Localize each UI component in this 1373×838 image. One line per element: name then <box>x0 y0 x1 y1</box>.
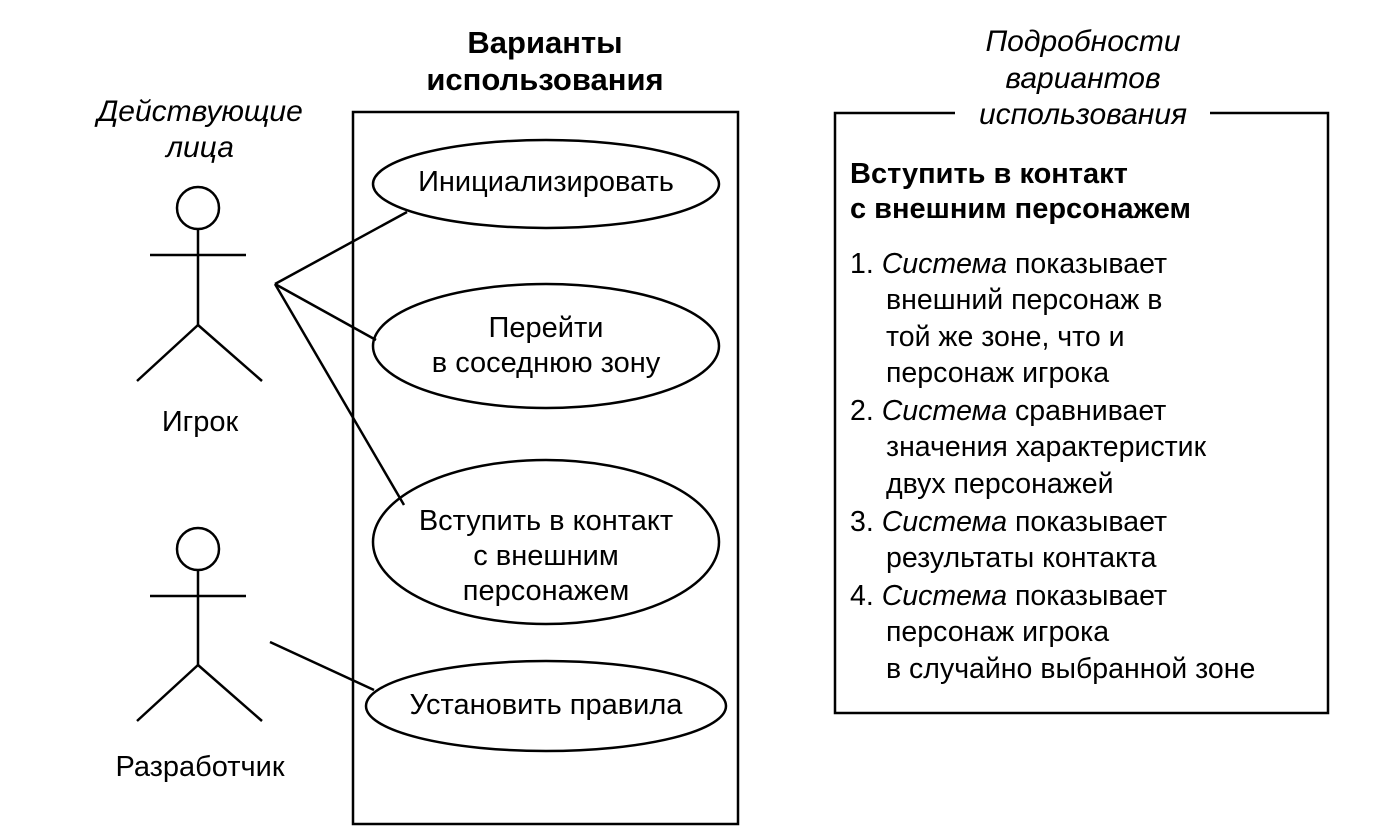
details-header: Подробности вариантов использования <box>978 25 1188 132</box>
actor-player-right-leg <box>197 324 263 382</box>
step-subject: Система <box>881 506 1008 538</box>
association-player-move <box>274 282 377 342</box>
use-case-ellipse-rules <box>364 659 728 753</box>
actor-developer-label: Разработчик <box>115 751 285 783</box>
association-player-contact <box>273 283 406 506</box>
step-subject: Система <box>881 395 1008 427</box>
use-case-ellipse-initialize <box>371 138 721 230</box>
use-case-move-zone: Перейти в соседнюю зону <box>431 312 661 379</box>
use-case-contact: Вступить в контакт с внешним персонажем <box>418 505 674 607</box>
use-case-initialize: Инициализировать <box>418 166 674 198</box>
use-case-ellipse-contact <box>371 458 721 626</box>
actor-developer-right-leg <box>197 664 263 722</box>
associations <box>269 210 408 692</box>
step-number: 4. <box>850 580 874 612</box>
association-player-initialize <box>274 210 408 286</box>
step-subject: Система <box>881 580 1008 612</box>
detail-step-1: 1. Система показывает внешний персонаж в… <box>850 248 1168 390</box>
actor-player-label: Игрок <box>161 406 239 438</box>
actors-header: Действующие лица <box>97 95 303 164</box>
step-number: 1. <box>850 248 874 280</box>
use-case-ellipse-move <box>371 282 721 410</box>
system-boundary <box>351 110 740 826</box>
details-title: Вступить в контакт с внешним персонажем <box>850 158 1191 225</box>
detail-step-3: 3. Система показывает результаты контакт… <box>850 506 1168 575</box>
use-cases-header: Варианты использования <box>426 25 664 98</box>
step-number: 3. <box>850 506 874 538</box>
actor-developer-figure <box>136 526 263 722</box>
detail-step-2: 2. Система сравнивает значения характери… <box>850 395 1207 500</box>
use-case-set-rules: Установить правила <box>409 689 683 721</box>
association-developer-rules <box>269 640 375 692</box>
actor-developer-head <box>175 526 221 572</box>
actor-player-head <box>175 185 221 231</box>
detail-step-4: 4. Система показывает персонаж игрока в … <box>850 580 1256 685</box>
actor-player-figure <box>136 185 263 382</box>
step-number: 2. <box>850 395 874 427</box>
details-box <box>833 111 1330 715</box>
actor-player-left-leg <box>136 324 199 382</box>
actor-developer-left-leg <box>136 664 199 722</box>
step-subject: Система <box>881 248 1008 280</box>
